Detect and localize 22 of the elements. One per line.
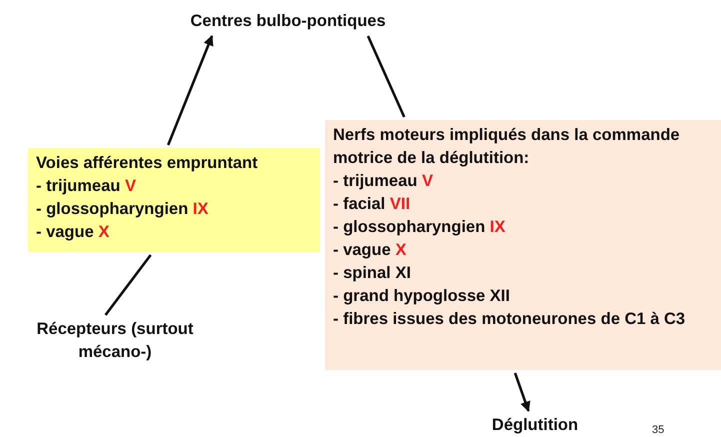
text-line: - vague X bbox=[36, 222, 110, 243]
text-line: - facial VII bbox=[333, 194, 412, 215]
info-box bbox=[325, 120, 721, 370]
page-number: 35 bbox=[652, 424, 664, 436]
text-line: - vague X bbox=[333, 240, 408, 261]
connector-line bbox=[104, 254, 152, 316]
text-line: - glossopharyngien IX bbox=[36, 199, 210, 220]
text-line: Nerfs moteurs impliqués dans la commande motrice de la déglutition: bbox=[333, 125, 681, 169]
node-text: Récepteurs (surtout mécano-) bbox=[20, 318, 210, 364]
info-box bbox=[28, 148, 320, 252]
text-line: - spinal XI bbox=[333, 263, 412, 284]
node-text: Déglutition bbox=[470, 414, 600, 437]
text-line: - glossopharyngien IX bbox=[333, 217, 506, 238]
arrow bbox=[514, 372, 530, 412]
text-line: - trijumeau V bbox=[36, 176, 137, 197]
heading-text: Centres bulbo-pontiques bbox=[188, 10, 388, 33]
text-line: - trijumeau V bbox=[333, 171, 434, 192]
text-line: - fibres issues des motoneurones de C1 à C3 bbox=[333, 309, 686, 330]
arrow bbox=[166, 35, 214, 146]
connector-line bbox=[366, 35, 406, 118]
text-line: - grand hypoglosse XII bbox=[333, 286, 511, 307]
text-line: Voies afférentes empruntant bbox=[36, 153, 259, 174]
